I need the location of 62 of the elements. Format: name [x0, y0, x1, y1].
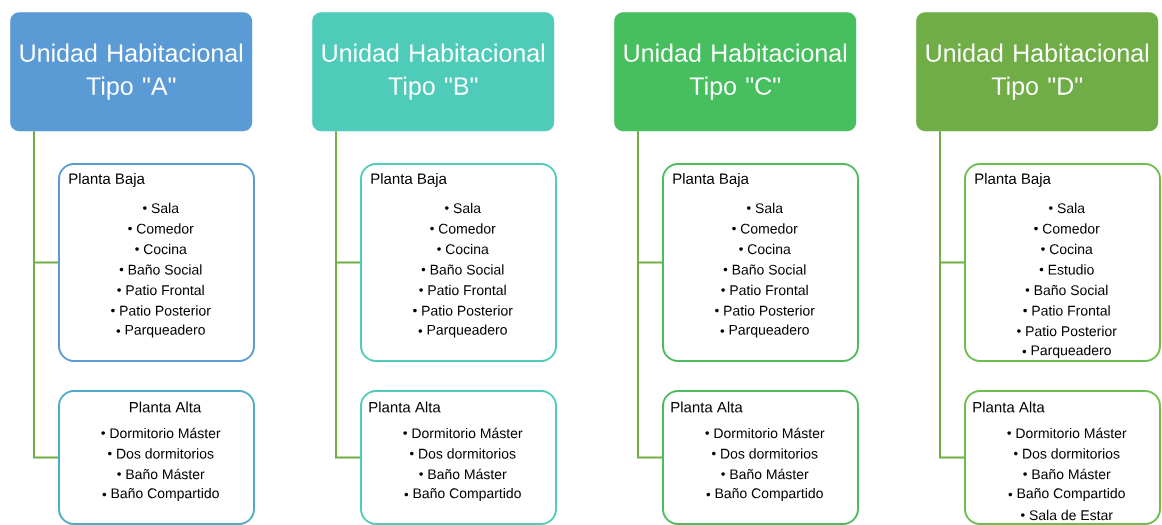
list-item: Baño Social	[723, 264, 806, 275]
list-heading: Planta Alta	[973, 401, 1045, 413]
list-item: Baño Social	[1025, 284, 1108, 296]
list-heading: Planta Alta	[129, 401, 202, 413]
list-item: Cocina	[739, 243, 791, 255]
list-item: Cocina	[437, 243, 489, 255]
list-item: Baño Compartido	[102, 487, 219, 501]
list-heading: Planta Baja	[69, 173, 145, 187]
list-item: Parqueadero	[720, 324, 809, 338]
list-item: Baño Compartido	[1008, 487, 1125, 501]
list-item: Dos dormitorios	[108, 448, 214, 459]
list-item: Sala	[143, 202, 179, 214]
list-item: Patio Frontal	[721, 284, 808, 296]
list-heading: Planta Baja	[371, 173, 447, 187]
list-item: Baño Compartido	[706, 487, 823, 501]
list-item: Comedor	[1034, 223, 1100, 234]
list-item: Patio Frontal	[1023, 305, 1110, 316]
list-item: Sala	[445, 202, 481, 214]
list-heading: Planta Alta	[369, 401, 441, 413]
list-item: Patio Posterior	[413, 305, 513, 316]
connector-line	[335, 130, 361, 459]
list-heading: Planta Baja	[673, 173, 749, 187]
list-item: Parqueadero	[418, 324, 507, 338]
list-item: Cocina	[135, 243, 187, 255]
list-item: Dos dormitorios	[1014, 448, 1120, 459]
connector-line	[939, 130, 965, 459]
list-item: Baño Máster	[1023, 468, 1111, 480]
list-item: Sala	[1049, 202, 1085, 214]
header-box: Unidad Habitacional Tipo "A"	[10, 12, 253, 132]
list-item: Parqueadero	[1022, 344, 1111, 358]
list-item: Parqueadero	[116, 324, 205, 338]
list-item: Sala	[747, 202, 783, 214]
list-heading: Planta Alta	[671, 401, 743, 413]
list-item: Comedor	[732, 223, 798, 234]
list-heading: Planta Baja	[975, 173, 1051, 187]
list-item: Patio Posterior	[111, 305, 211, 316]
list-item: Baño Social	[119, 264, 202, 275]
list-item: Dormitorio Máster	[403, 427, 523, 439]
list-item: Dos dormitorios	[712, 448, 818, 459]
list-item: Dos dormitorios	[410, 448, 516, 459]
list-item: Baño Máster	[721, 468, 809, 480]
header-box: Unidad Habitacional Tipo "C"	[614, 12, 857, 132]
list-item: Comedor	[128, 223, 194, 234]
list-item: Estudio	[1039, 264, 1094, 275]
list-item: Patio Posterior	[715, 305, 815, 316]
connector-line	[637, 130, 663, 459]
list-item: Baño Compartido	[404, 487, 521, 501]
list-item: Comedor	[430, 223, 496, 234]
list-item: Patio Frontal	[117, 284, 204, 296]
list-item: Sala de Estar	[1021, 509, 1113, 521]
list-item: Baño Máster	[419, 468, 507, 480]
list-item: Patio Frontal	[419, 284, 506, 296]
header-box: Unidad Habitacional Tipo "B"	[312, 12, 555, 132]
list-item: Patio Posterior	[1017, 325, 1117, 337]
list-item: Baño Máster	[117, 468, 205, 480]
header-box: Unidad Habitacional Tipo "D"	[916, 12, 1159, 132]
list-item: Dormitorio Máster	[1007, 427, 1127, 439]
connector-line	[33, 130, 59, 459]
list-item: Baño Social	[421, 264, 504, 275]
list-item: Cocina	[1041, 243, 1093, 255]
list-item: Dormitorio Máster	[101, 427, 221, 439]
list-item: Dormitorio Máster	[705, 427, 825, 439]
